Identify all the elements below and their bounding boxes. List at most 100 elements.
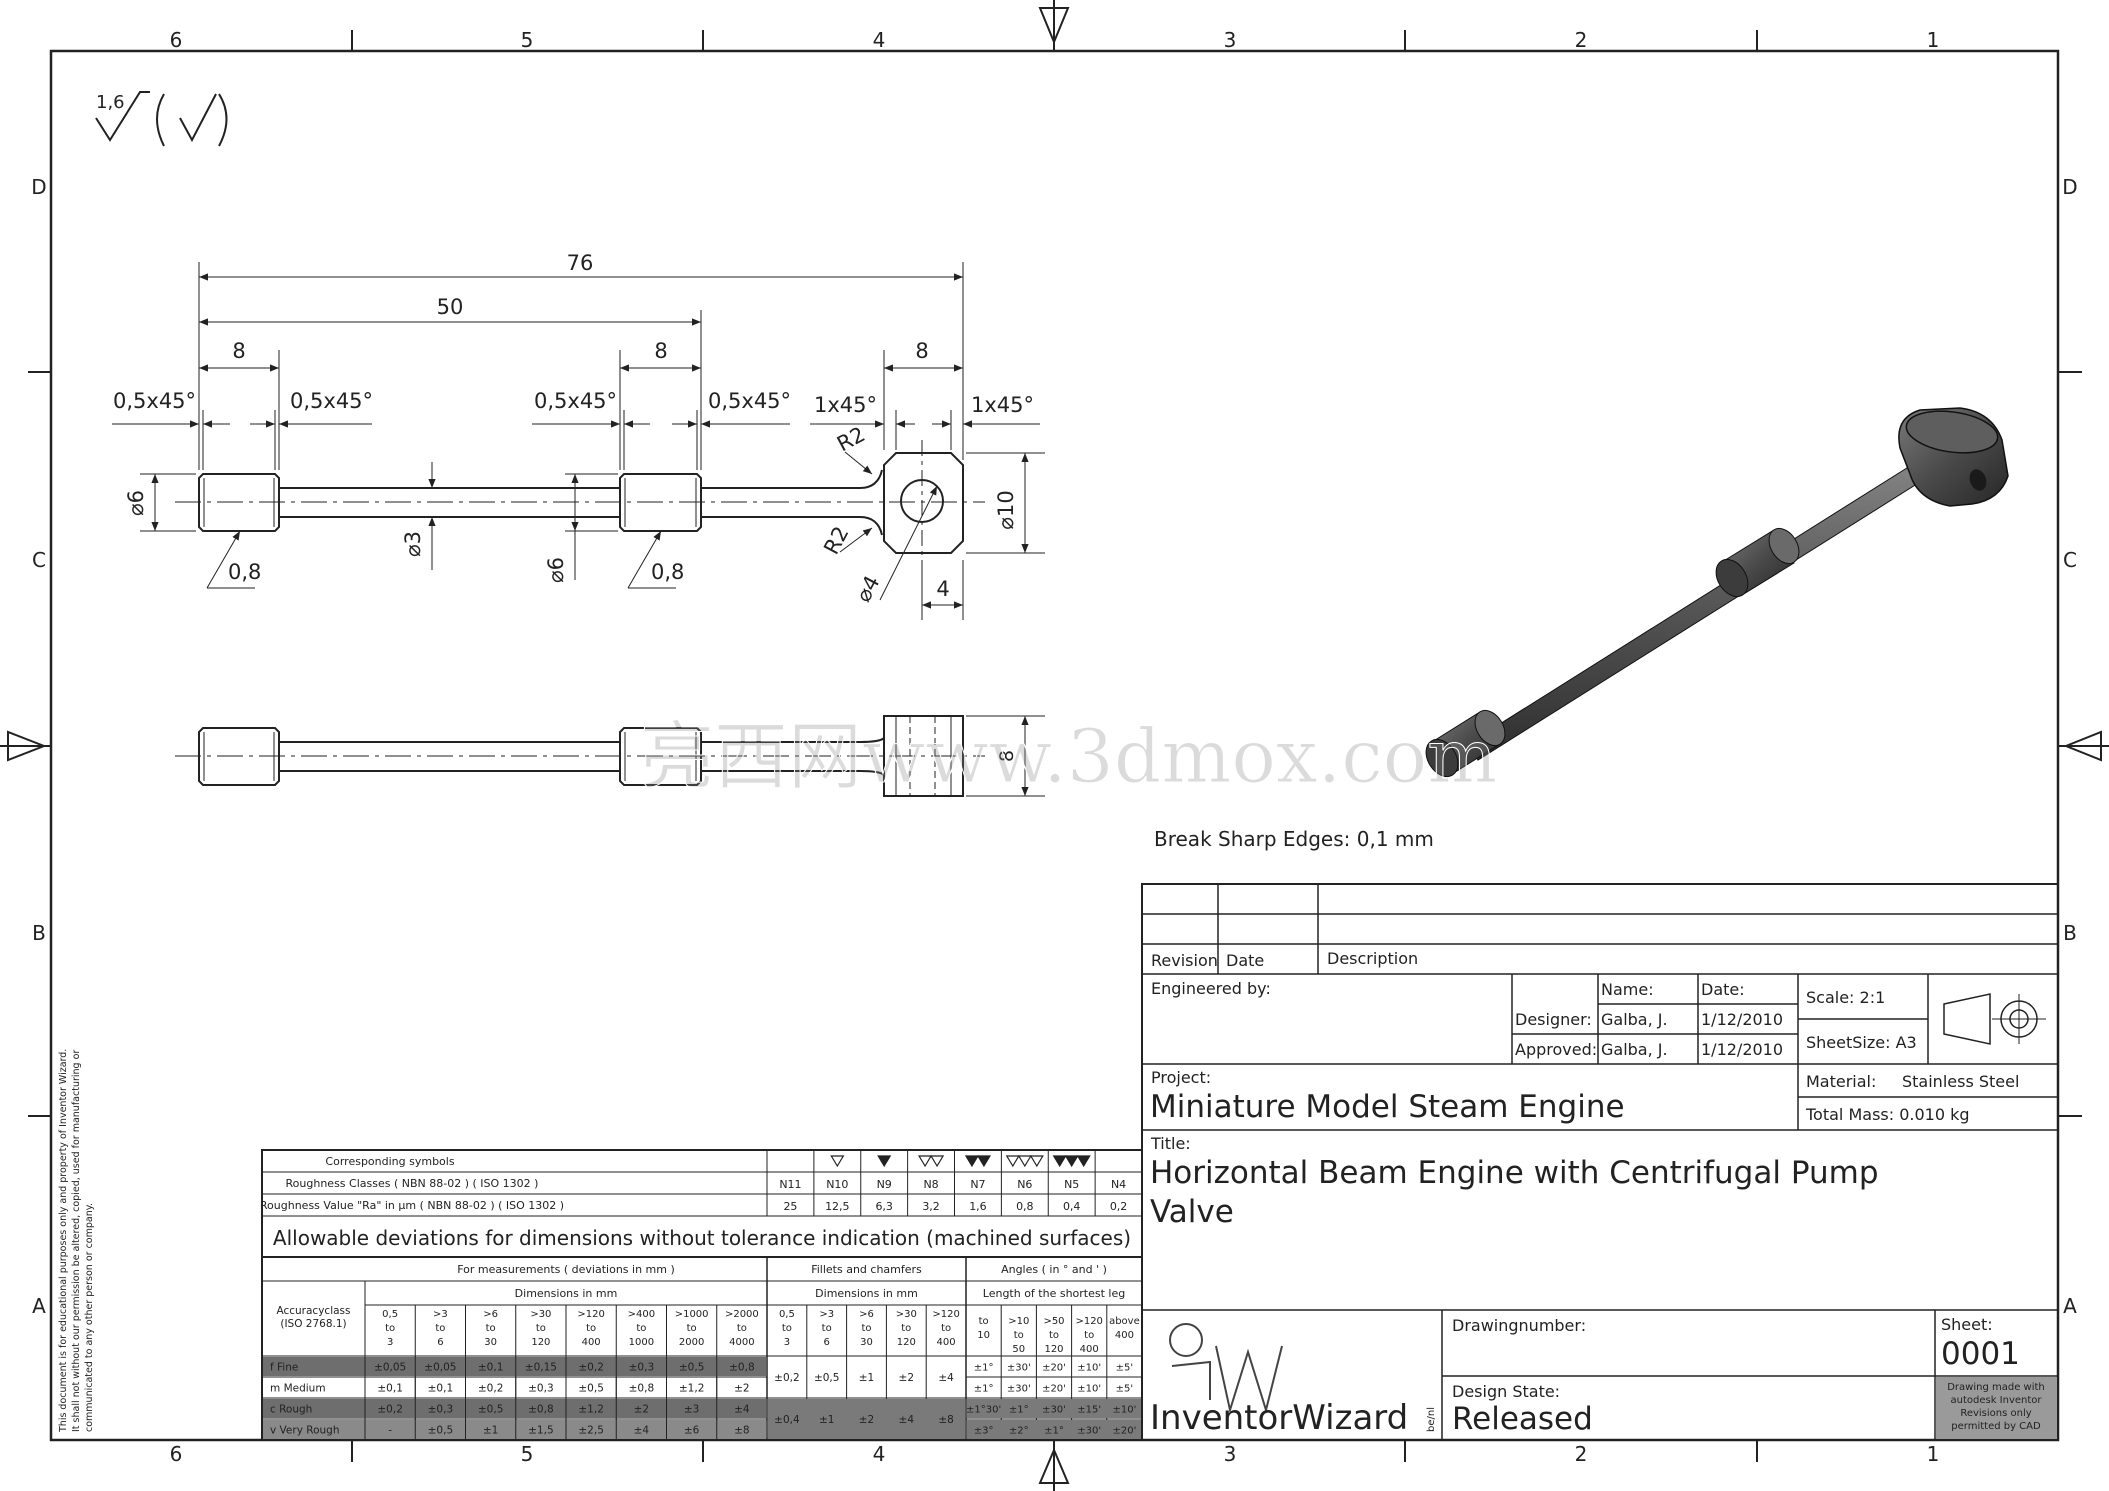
- angle-range-cell: 400: [1080, 1344, 1099, 1355]
- measurement-range-cell: to: [385, 1323, 395, 1334]
- measurement-value-cell: ±0,1: [478, 1362, 504, 1374]
- roughness-class-cell: N7: [970, 1178, 985, 1191]
- roughness-triangle-icon: [877, 1155, 892, 1168]
- designer-label: Designer:: [1515, 1010, 1592, 1029]
- front-view: [175, 440, 985, 566]
- angle-value-cell: ±3°: [974, 1426, 994, 1437]
- measurement-value-cell: ±0,8: [528, 1404, 554, 1416]
- angle-value-cell: ±1°: [1044, 1426, 1064, 1437]
- grid-col-4: 4: [873, 28, 886, 52]
- measurement-value-cell: ±3: [684, 1404, 699, 1416]
- description-label: Description: [1327, 949, 1418, 968]
- grid-labels: 6 5 4 3 2 1 6 5 4 3 2 1 D C B A D C B A: [31, 28, 2077, 1466]
- roughness-class-cell: N10: [826, 1178, 848, 1191]
- measurement-range-cell: 1000: [629, 1337, 654, 1348]
- watermark: 亮西网www.3dmox.com: [640, 714, 1497, 800]
- dim-chamfer-right-2: 1x45°: [971, 393, 1034, 417]
- accuracy-class-label: Accuracyclass: [276, 1305, 350, 1317]
- fillet-range-cell: >30: [896, 1309, 917, 1320]
- dimensions-head: Dimensions in mm: [515, 1287, 618, 1300]
- roughness-triangle-icon: [1052, 1155, 1067, 1168]
- measurement-value-cell: ±0,5: [679, 1362, 705, 1374]
- isometric-view: [1425, 407, 2009, 778]
- accuracy-class-cell: v Very Rough: [270, 1425, 339, 1437]
- dim-dia3: ⌀3: [401, 531, 425, 557]
- angle-value-cell: ±20': [1042, 1384, 1066, 1395]
- roughness-value-cell: 6,3: [875, 1200, 893, 1213]
- shortest-leg-head: Length of the shortest leg: [983, 1287, 1125, 1300]
- inventor-wizard-logo-icon: [1169, 1323, 1283, 1414]
- angle-range-cell: to: [1049, 1330, 1059, 1341]
- cad-note-line-3: Revisions only: [1960, 1408, 2031, 1419]
- measurement-range-cell: 30: [484, 1337, 497, 1348]
- title-line-2: Valve: [1150, 1194, 1234, 1230]
- approved-date: 1/12/2010: [1701, 1040, 1783, 1059]
- roughness-mid: 0,8: [651, 560, 684, 584]
- sheet-label: Sheet:: [1941, 1315, 1993, 1334]
- material-value: Stainless Steel: [1902, 1072, 2019, 1091]
- roughness-left: 0,8: [228, 560, 261, 584]
- angle-range-cell: 50: [1012, 1344, 1025, 1355]
- grid-col-5: 5: [521, 28, 534, 52]
- fillet-value-cell: ±1: [819, 1414, 834, 1426]
- fillet-range-cell: 3: [784, 1337, 790, 1348]
- measurement-value-cell: ±0,5: [478, 1404, 504, 1416]
- grid-row-d: D: [31, 175, 46, 199]
- grid-row-c-right: C: [2063, 548, 2077, 572]
- angle-value-cell: ±1°: [974, 1384, 994, 1395]
- measurement-range-cell: to: [586, 1323, 596, 1334]
- accuracy-class-label: (ISO 2768.1): [280, 1318, 346, 1330]
- fillet-range-cell: >6: [859, 1309, 874, 1320]
- grid-row-b-right: B: [2063, 921, 2077, 945]
- angle-value-cell: ±2°: [1009, 1426, 1029, 1437]
- fillet-value-cell: ±4: [899, 1414, 915, 1426]
- angle-range-cell: 10: [977, 1330, 990, 1341]
- measurement-value-cell: ±0,3: [428, 1404, 454, 1416]
- shaded-row: [967, 1420, 1141, 1439]
- measurement-value-cell: ±2: [734, 1383, 749, 1395]
- measurement-value-cell: ±0,5: [428, 1425, 454, 1437]
- dim-overall-76: 76: [567, 251, 594, 275]
- shaded-row: [263, 1399, 766, 1418]
- cad-note-box: [1936, 1377, 2057, 1439]
- dim-chamfer-left-1: 0,5x45°: [113, 389, 196, 413]
- engineered-by-label: Engineered by:: [1151, 979, 1271, 998]
- roughness-class-cell: N6: [1017, 1178, 1032, 1191]
- measurement-value-cell: ±1,2: [578, 1404, 604, 1416]
- dim-chamfer-mid-1: 0,5x45°: [534, 389, 617, 413]
- measurement-range-cell: to: [636, 1323, 646, 1334]
- grid-row-d-right: D: [2062, 175, 2077, 199]
- dim-r2-top: R2: [833, 422, 869, 456]
- dim-8-mid: 8: [654, 339, 667, 363]
- dim-dia6-left: ⌀6: [124, 490, 148, 516]
- roughness-value-cell: 1,6: [969, 1200, 987, 1213]
- roughness-class-cell: N8: [923, 1178, 938, 1191]
- roughness-value-cell: 25: [783, 1200, 797, 1213]
- angle-range-cell: to: [979, 1316, 989, 1327]
- revision-label: Revision: [1151, 951, 1218, 970]
- fillet-value-cell: ±4: [938, 1372, 954, 1384]
- grid-col-1-bottom: 1: [1927, 1442, 1940, 1466]
- scale: Scale: 2:1: [1806, 988, 1885, 1007]
- dim-dia10: ⌀10: [994, 490, 1018, 529]
- grid-row-a: A: [32, 1294, 46, 1318]
- logo-text: InventorWizard: [1150, 1398, 1408, 1438]
- approved-name: Galba, J.: [1601, 1040, 1668, 1059]
- sheet-size: SheetSize: A3: [1806, 1033, 1917, 1052]
- side-note-line-1: This document is for educational purpose…: [58, 1049, 69, 1433]
- measurement-range-cell: to: [435, 1323, 445, 1334]
- measurement-range-cell: 120: [531, 1337, 550, 1348]
- designer-name: Galba, J.: [1601, 1010, 1668, 1029]
- roughness-triangle-icon: [964, 1155, 979, 1168]
- cad-note-line-2: autodesk Inventor: [1950, 1395, 2042, 1406]
- fillet-range-cell: to: [861, 1323, 871, 1334]
- roughness-triangle-icon: [1029, 1155, 1044, 1168]
- roughness-triangle-icon: [918, 1155, 933, 1168]
- angle-value-cell: ±30': [1007, 1363, 1031, 1374]
- roughness-class-cell: N5: [1064, 1178, 1079, 1191]
- dim-r2-bottom: R2: [819, 522, 853, 558]
- title-block-texts: Revision Date Description Engineered by:…: [1150, 949, 2045, 1438]
- measurement-value-cell: ±0,5: [578, 1383, 604, 1395]
- accuracy-class-cell: c Rough: [270, 1404, 312, 1416]
